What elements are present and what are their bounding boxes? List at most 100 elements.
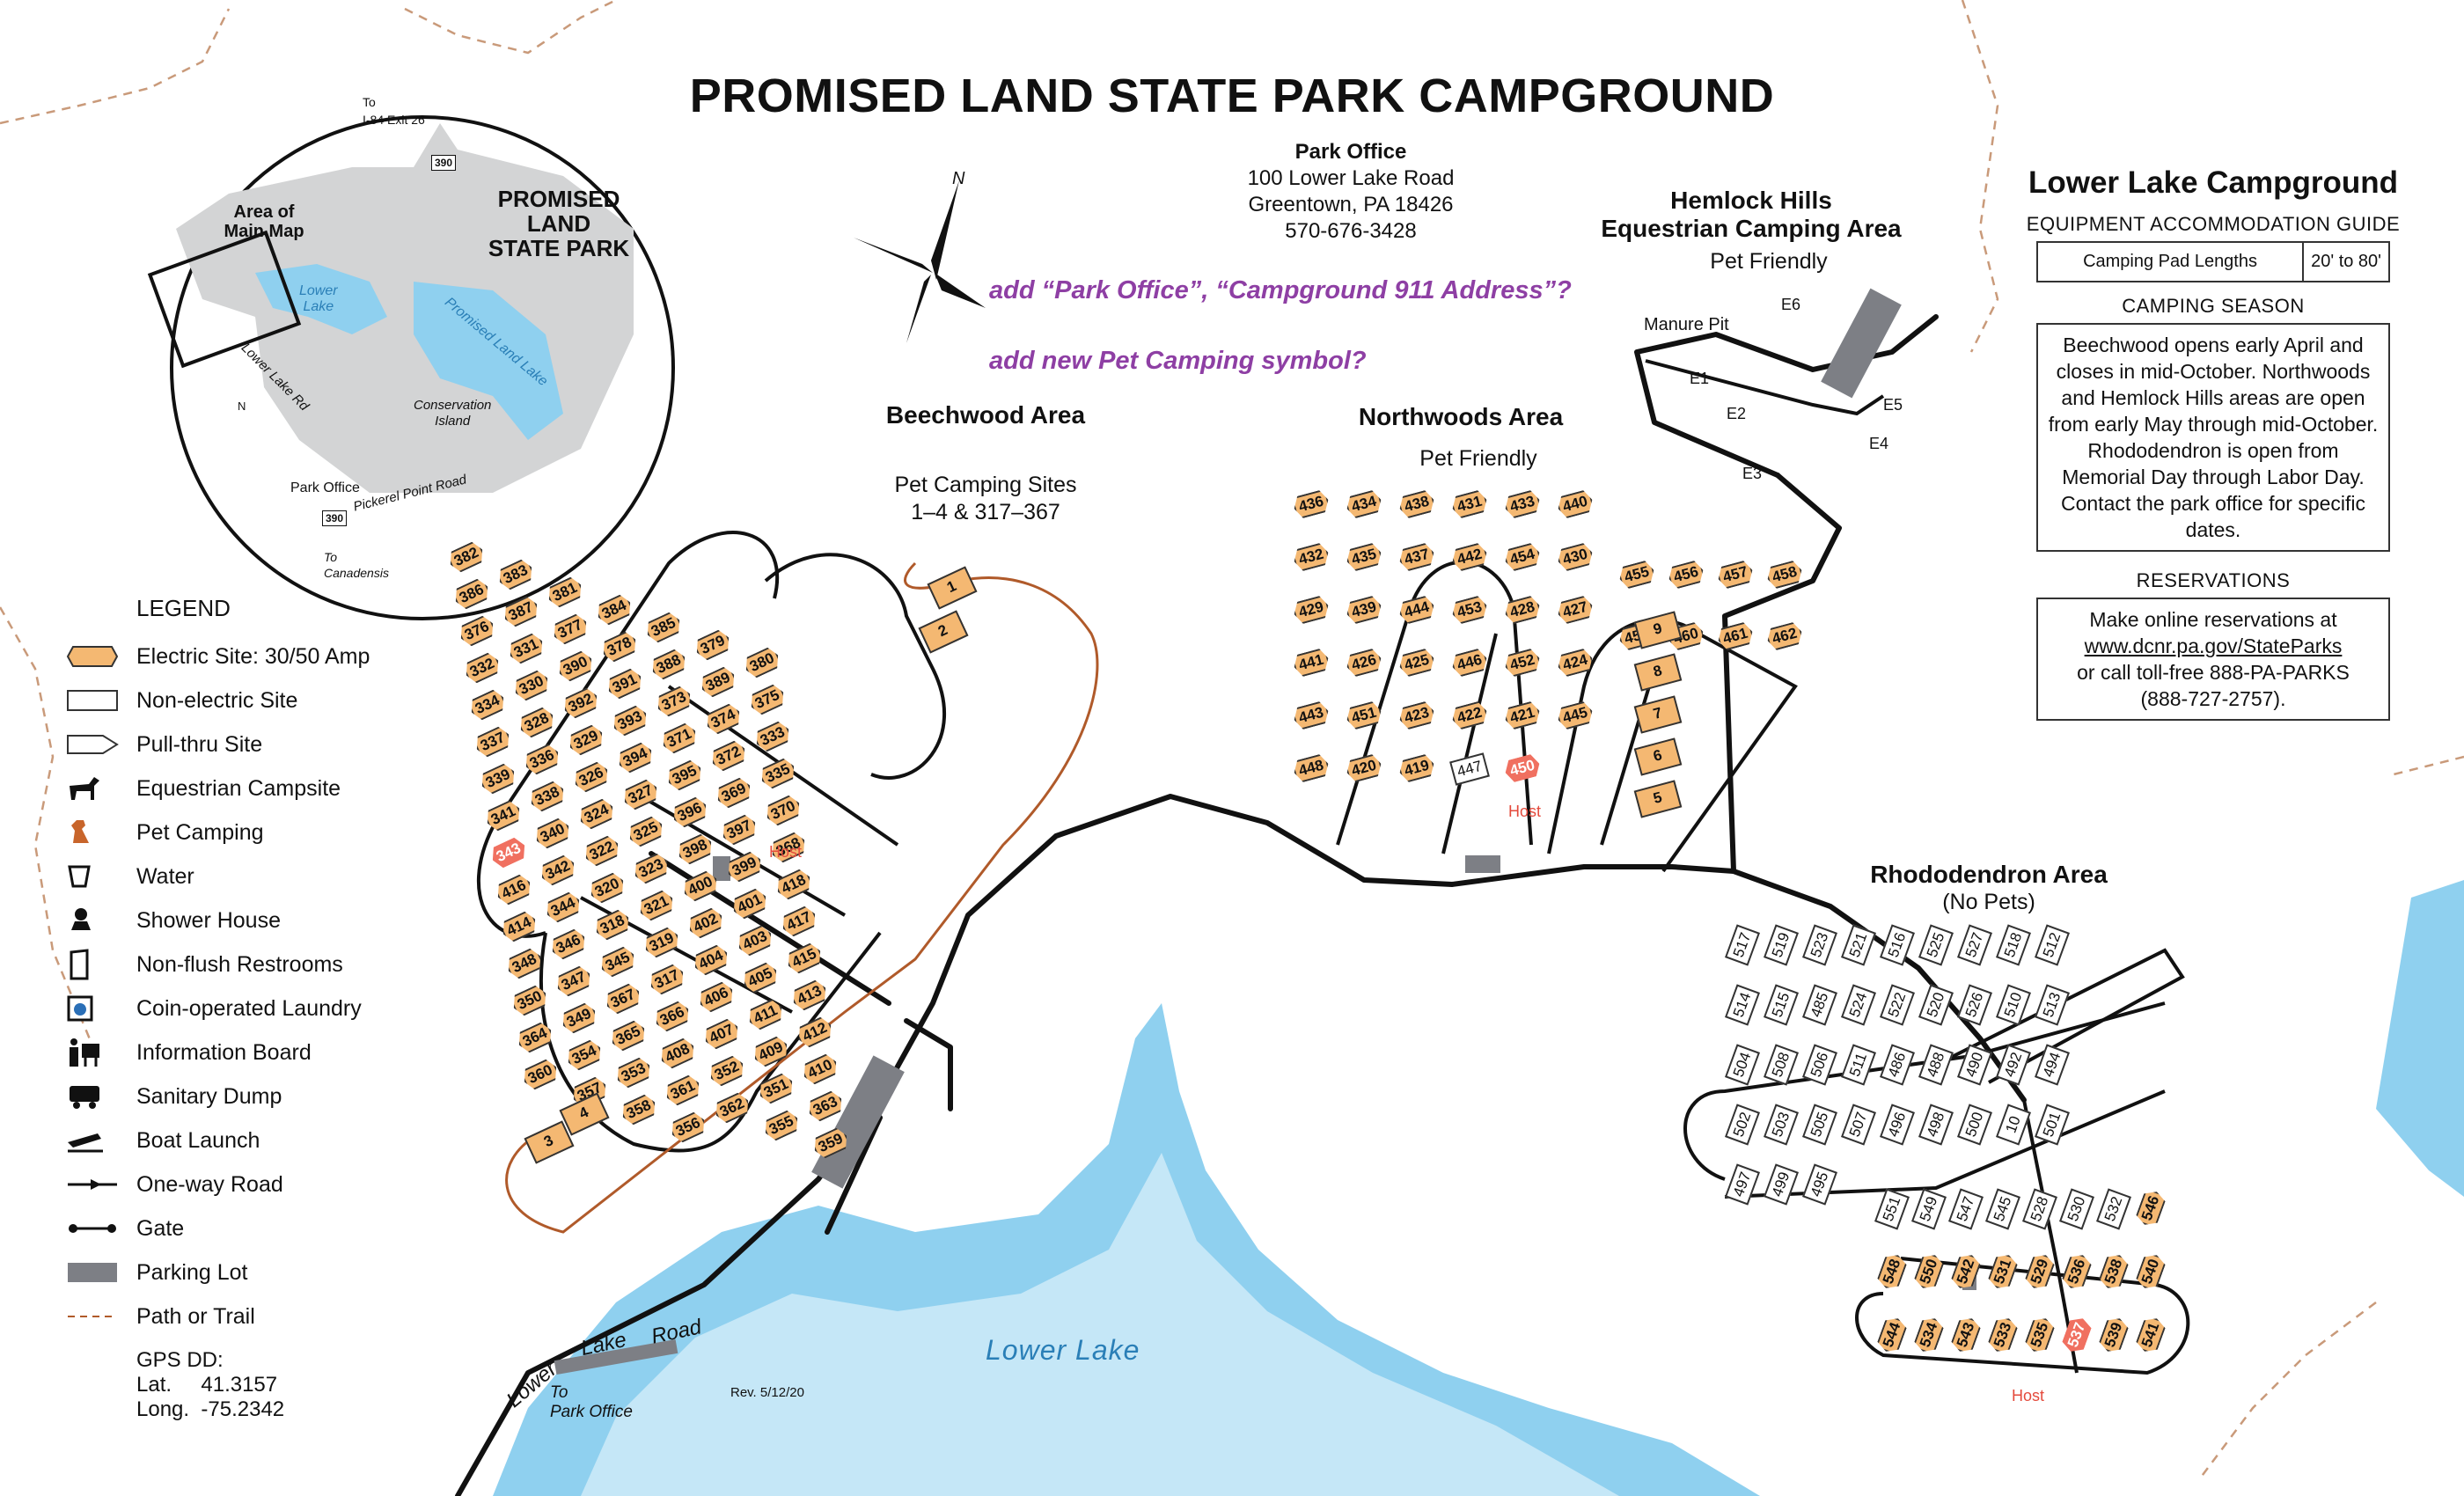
legend-item: Boat Launch	[66, 1118, 370, 1162]
northwoods-area-label: Northwoods Area Pet Friendly	[1358, 403, 1564, 471]
legend-item: Non-flush Restrooms	[66, 942, 370, 986]
equestrian-site-E6[interactable]: E6	[1781, 296, 1801, 313]
legend-item: Pet Camping	[66, 810, 370, 854]
beechwood-loops	[476, 531, 946, 1153]
legend-label: Pull-thru Site	[136, 731, 263, 757]
water-icon	[66, 859, 136, 894]
legend-label: Gate	[136, 1215, 185, 1241]
legend-label: Path or Trail	[136, 1303, 255, 1329]
non-electric-site-icon	[66, 683, 136, 718]
host-label: Host	[2012, 1387, 2045, 1404]
one-way-icon	[66, 1167, 136, 1202]
pad-length-label: Camping Pad Lengths	[2038, 243, 2305, 281]
legend-heading: LEGEND	[136, 595, 231, 621]
campground-info-panel: Lower Lake Campground EQUIPMENT ACCOMMOD…	[2015, 165, 2411, 721]
legend-item: Sanitary Dump	[66, 1074, 370, 1118]
reservations-heading: RESERVATIONS	[2136, 569, 2291, 591]
boat-launch-icon	[66, 1123, 136, 1158]
hemlock-area-label: Hemlock Hills Equestrian Camping Area Pe…	[1601, 187, 1902, 274]
equipment-table: Camping Pad Lengths 20' to 80'	[2036, 241, 2390, 282]
panel-title: Lower Lake Campground	[2028, 165, 2399, 200]
compass-north-label: N	[952, 169, 965, 188]
host-label: Host	[769, 843, 803, 861]
season-heading: CAMPING SEASON	[2122, 295, 2305, 317]
legend-label: Coin-operated Laundry	[136, 995, 362, 1021]
restroom-icon	[66, 947, 136, 982]
reservations-box: Make online reservations at www.dcnr.pa.…	[2036, 598, 2390, 721]
legend-label: Equestrian Campsite	[136, 775, 341, 801]
legend-label: Non-flush Restrooms	[136, 951, 343, 977]
park-office-address2: Greentown, PA 18426	[1248, 193, 1454, 216]
editor-note-2: add new Pet Camping symbol?	[989, 347, 1367, 375]
legend-label: Water	[136, 863, 194, 889]
lower-lake-label: Lower Lake	[986, 1334, 1140, 1366]
legend-label: Information Board	[136, 1039, 312, 1065]
legend-label: Parking Lot	[136, 1259, 248, 1285]
hemlock-loop	[1645, 359, 1885, 416]
reservations-link[interactable]: www.dcnr.pa.gov/StateParks	[2084, 634, 2343, 657]
shower-icon	[66, 903, 136, 938]
legend-label: Electric Site: 30/50 Amp	[136, 643, 370, 669]
legend-label: Sanitary Dump	[136, 1083, 282, 1109]
park-office-address1: 100 Lower Lake Road	[1247, 166, 1455, 190]
manure-pit-label: Manure Pit	[1644, 315, 1729, 334]
inset-park-office: Park Office	[290, 480, 360, 495]
info-board-icon	[66, 1035, 136, 1070]
editor-note-1: add “Park Office”, “Campground 911 Addre…	[989, 276, 1572, 304]
electric-site-icon	[66, 639, 136, 674]
host-label: Host	[1508, 803, 1542, 820]
park-office-heading: Park Office	[1294, 140, 1407, 164]
gps-info: GPS DD: Lat. 41.3157 Long. -75.2342	[136, 1348, 285, 1421]
dump-icon	[66, 1079, 136, 1114]
legend-item: Water	[66, 854, 370, 898]
legend-item: Path or Trail	[66, 1294, 370, 1338]
equestrian-site-E2[interactable]: E2	[1727, 405, 1747, 422]
equipment-heading: EQUIPMENT ACCOMMODATION GUIDE	[2026, 213, 2401, 235]
legend-item: Coin-operated Laundry	[66, 986, 370, 1030]
trail-icon	[66, 1299, 136, 1334]
legend-label: Shower House	[136, 907, 281, 933]
map-title: PROMISED LAND STATE PARK CAMPGROUND	[689, 70, 1775, 122]
inset-map	[147, 115, 675, 620]
equestrian-site-E1[interactable]: E1	[1690, 370, 1710, 387]
inset-route-390-bottom: 390	[322, 510, 348, 526]
pad-length-value: 20' to 80'	[2311, 252, 2381, 271]
legend-item: Pull-thru Site	[66, 722, 370, 766]
roads	[455, 314, 2027, 1496]
inset-route-390-top: 390	[431, 155, 457, 171]
legend-item: Electric Site: 30/50 Amp	[66, 634, 370, 678]
legend-item: Equestrian Campsite	[66, 766, 370, 810]
compass-rose	[854, 180, 986, 343]
horse-icon	[66, 771, 136, 806]
park-office-info: Park Office 100 Lower Lake Road Greentow…	[1214, 139, 1487, 245]
dog-icon	[66, 815, 136, 850]
season-text: Beechwood opens early April and closes i…	[2036, 323, 2390, 552]
revision-date: Rev. 5/12/20	[730, 1385, 804, 1400]
legend-item: Parking Lot	[66, 1250, 370, 1294]
inset-north: N	[238, 400, 246, 413]
legend-label: Non-electric Site	[136, 687, 298, 713]
equestrian-site-E3[interactable]: E3	[1742, 465, 1763, 482]
legend-label: Boat Launch	[136, 1127, 260, 1153]
legend-item: Information Board	[66, 1030, 370, 1074]
legend-label: Pet Camping	[136, 819, 264, 845]
legend-label: One-way Road	[136, 1171, 283, 1197]
rhododendron-area-label: Rhododendron Area (No Pets)	[1870, 861, 2108, 914]
lower-lake	[493, 880, 2464, 1496]
legend-item: Gate	[66, 1206, 370, 1250]
gate-icon	[66, 1211, 136, 1246]
equestrian-site-E4[interactable]: E4	[1869, 435, 1889, 452]
pull-thru-icon	[66, 727, 136, 762]
parking-icon	[66, 1255, 136, 1290]
laundry-icon	[66, 991, 136, 1026]
equestrian-site-E5[interactable]: E5	[1883, 396, 1903, 414]
legend-item: Shower House	[66, 898, 370, 942]
